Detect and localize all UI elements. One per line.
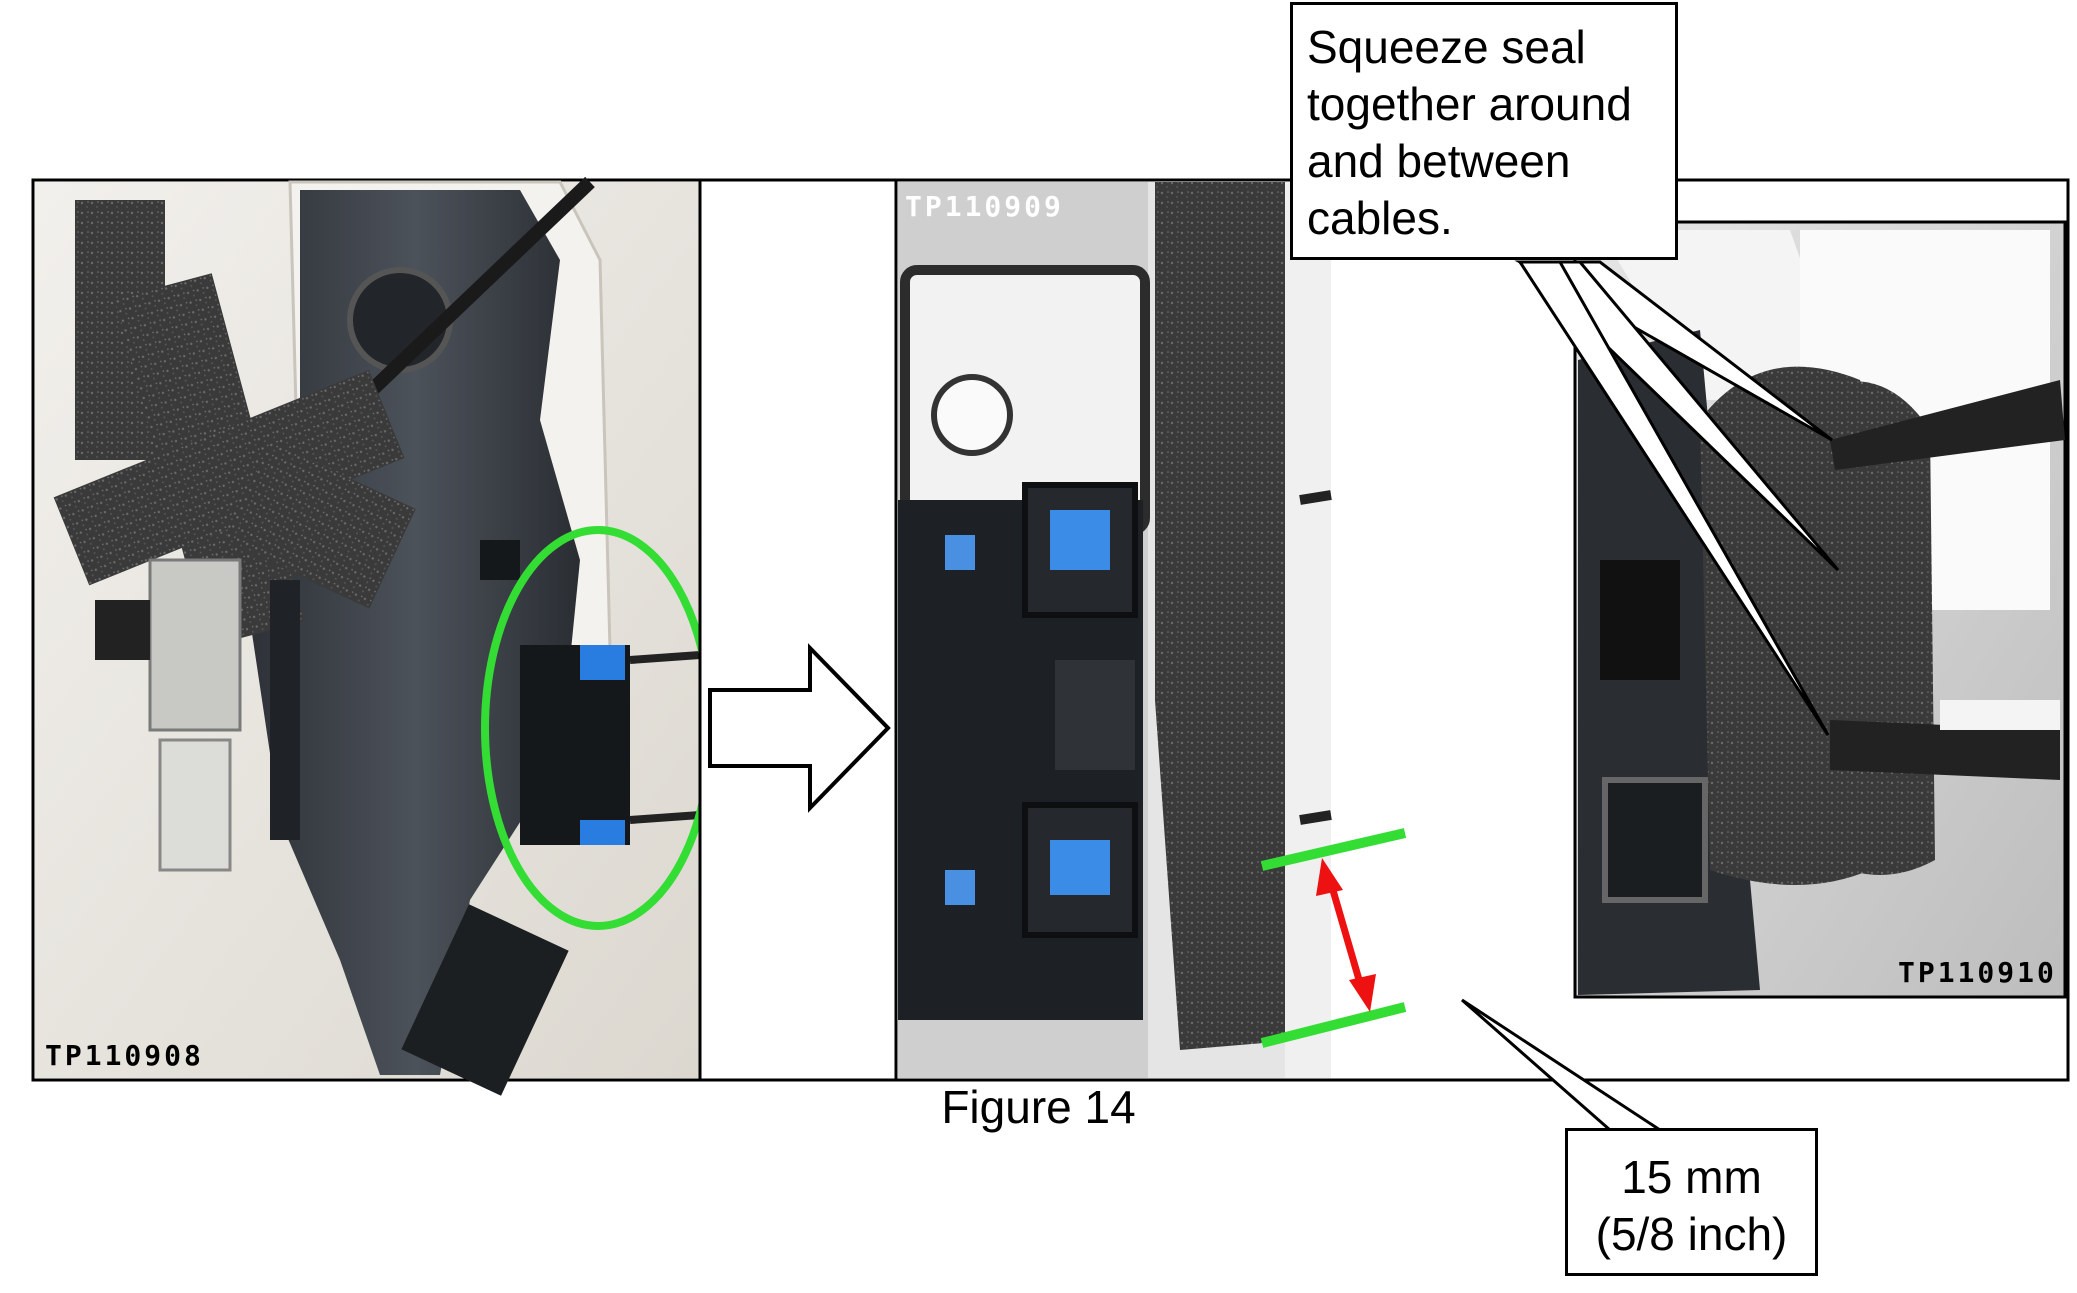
photo-code-3: TP110910 <box>1898 956 2057 989</box>
measurement-callout-line: (5/8 inch) <box>1595 1208 1788 1260</box>
photo-code-1: TP110908 <box>45 1039 204 1072</box>
measurement-callout-line: 15 mm <box>1621 1151 1762 1203</box>
photo-panel-2: TP110909 <box>898 182 1332 1078</box>
measurement-callout: 15 mm (5/8 inch) <box>1565 1128 1818 1276</box>
photo-panel-1 <box>35 176 715 1096</box>
seal-callout-pointers <box>1514 260 1840 736</box>
measure-line-top <box>1260 828 1407 871</box>
photo-code-2: TP110909 <box>905 190 1064 223</box>
seal-callout: Squeeze seal together around and between… <box>1290 2 1678 260</box>
seal-callout-line: cables. <box>1307 192 1453 244</box>
seal-callout-line: and between <box>1307 135 1571 187</box>
direction-arrow <box>708 643 891 813</box>
figure-caption: Figure 14 <box>941 1081 1136 1133</box>
photo-panel-3 <box>1573 220 2067 999</box>
foam-seal-strip <box>1155 182 1300 1050</box>
measure-arrow <box>1326 879 1366 991</box>
measure-line-bottom <box>1260 1002 1407 1048</box>
seal-callout-line: Squeeze seal <box>1307 21 1586 73</box>
seal-callout-line: together around <box>1307 78 1632 130</box>
